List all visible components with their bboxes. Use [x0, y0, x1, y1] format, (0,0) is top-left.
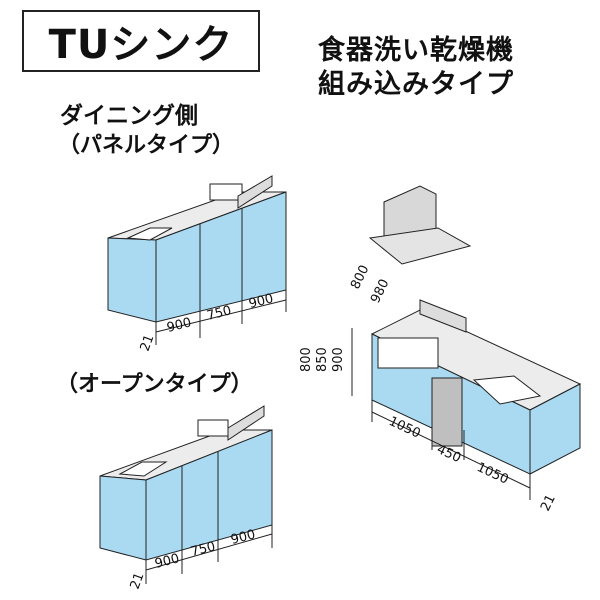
panel-sink — [126, 227, 173, 241]
panel-dim-900a: 900 — [165, 315, 193, 336]
width-dim-1050b: 1050 — [474, 460, 510, 488]
right-sink — [472, 375, 542, 405]
right-dim-line — [371, 411, 531, 489]
subtitle-line2: 組み込みタイプ — [318, 69, 514, 100]
right-kitchen — [351, 185, 582, 500]
right-cooktop — [377, 337, 439, 369]
panel-cabinet-side — [107, 237, 157, 323]
open-backguard — [227, 405, 265, 441]
subtitle-line1: 食器洗い乾燥機 — [318, 35, 514, 66]
section-dining-label: ダイニング側 — [60, 103, 198, 129]
height-dim-850: 850 — [315, 347, 330, 372]
open-dim-line — [145, 533, 273, 571]
right-cabinet-end — [529, 383, 581, 475]
height-dim-800: 800 — [299, 347, 314, 372]
open-dim-900a: 900 — [153, 551, 181, 572]
panel-cooktop — [209, 183, 243, 201]
height-dim-900: 900 — [331, 347, 346, 372]
open-cooktop — [197, 419, 229, 437]
hood-dim-980: 980 — [368, 277, 392, 306]
dishwasher — [431, 377, 463, 447]
panel-dim-21: 21 — [138, 333, 158, 354]
open-dim-900b: 900 — [229, 527, 257, 548]
section-panel-label: （パネルタイプ） — [58, 133, 235, 158]
panel-type-kitchen — [107, 175, 287, 345]
section-open-label: （オープンタイプ） — [56, 372, 253, 397]
open-dim-21: 21 — [128, 571, 148, 592]
title-box: TUシンク — [22, 10, 260, 72]
open-type-kitchen — [99, 405, 273, 584]
panel-dim-750: 750 — [205, 303, 233, 324]
open-sink — [118, 461, 168, 477]
panel-dim-line — [155, 299, 287, 333]
panel-dim-900b: 900 — [247, 291, 275, 312]
open-cabinet-side — [99, 475, 147, 561]
hood-dim-800: 800 — [348, 263, 372, 292]
right-dim-21: 21 — [538, 492, 559, 513]
panel-backguard — [237, 175, 273, 209]
range-hood-body — [368, 227, 472, 265]
open-dim-750: 750 — [189, 539, 217, 560]
title: TUシンク — [48, 22, 234, 68]
right-backguard — [419, 299, 467, 333]
